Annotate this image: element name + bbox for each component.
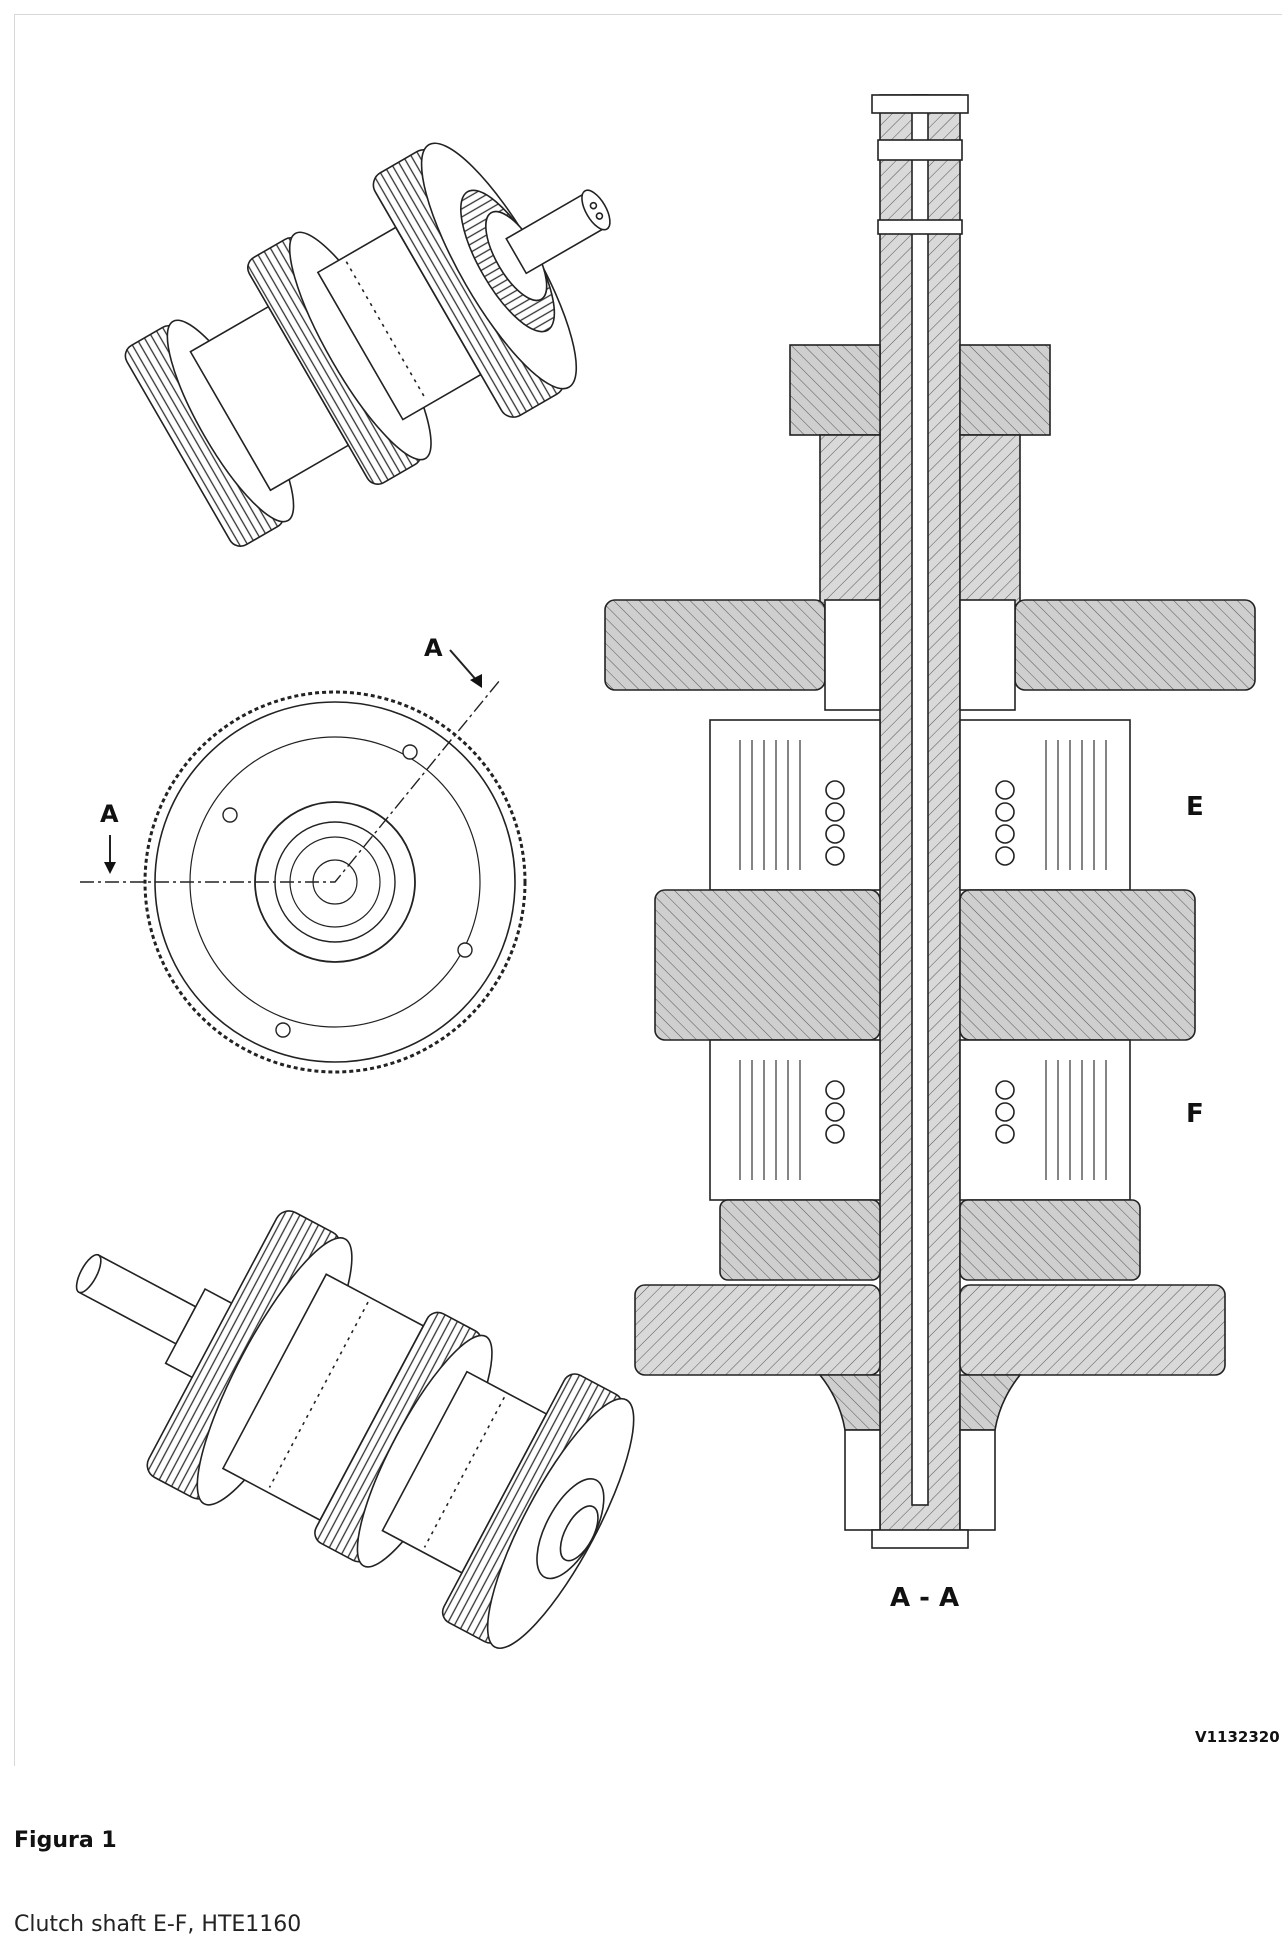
figure-frame <box>14 14 1282 1766</box>
section-label: A - A <box>890 1583 959 1613</box>
figure-title: Figura 1 <box>14 1828 117 1853</box>
clutch-e-label: E <box>1186 792 1204 822</box>
gear-front-view: A A <box>80 634 527 1074</box>
technical-drawing: A A <box>75 94 1280 1746</box>
drawing-id: V1132320 <box>1195 1728 1280 1746</box>
cut-marker-left: A <box>100 800 119 828</box>
cut-marker-top: A <box>424 634 443 662</box>
figure-caption: Clutch shaft E-F, HTE1160 <box>14 1912 302 1937</box>
section-view-a-a <box>604 94 1256 1549</box>
isometric-view-bottom <box>75 1210 635 1650</box>
clutch-f-label: F <box>1186 1099 1204 1129</box>
isometric-view-top <box>124 142 611 547</box>
